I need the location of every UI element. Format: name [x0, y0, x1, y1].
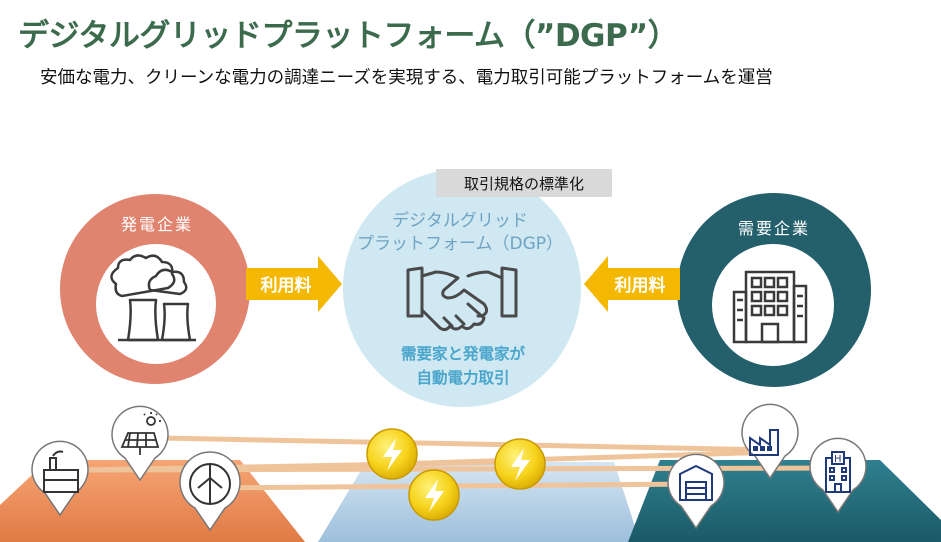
platform-description: 需要家と発電家が 自動電力取引: [370, 342, 556, 390]
platform-desc-line2: 自動電力取引: [416, 369, 510, 387]
consumer-label: 需要企業: [737, 219, 810, 238]
energy-coin-icon: [366, 428, 418, 480]
energy-coin-icon: [408, 469, 460, 521]
platform-circle: [343, 169, 581, 407]
industrial-plant-pin-icon: [741, 403, 799, 480]
page-title: デジタルグリッドプラットフォーム（”DGP”）: [18, 18, 679, 54]
platform-desc-line1: 需要家と発電家が: [400, 345, 525, 363]
power-plant-icon: [110, 254, 196, 342]
fee-arrow-left: [246, 256, 342, 312]
hospital-pin-icon: H: [809, 437, 867, 514]
platform-title: デジタルグリッド プラットフォーム（DGP）: [330, 210, 590, 256]
generator-label: 発電企業: [120, 215, 193, 234]
platform-title-line1: デジタルグリッド: [392, 211, 528, 231]
fee-arrow-right: [584, 256, 680, 312]
warehouse-pin-icon: [667, 453, 725, 530]
trade-lines: [77, 435, 839, 491]
solar-panel-pin-icon: [111, 405, 169, 482]
fee-label-right: 利用料: [614, 276, 666, 296]
fee-label-left: 利用料: [260, 276, 312, 296]
factory-pin-icon: [31, 440, 89, 517]
energy-coin-icon: [494, 438, 546, 490]
wind-turbine-pin-icon: [179, 451, 241, 532]
page-subtitle: 安価な電力、クリーンな電力の調達ニーズを実現する、電力取引可能プラットフォームを…: [40, 68, 773, 88]
platform-region: [318, 462, 640, 542]
platform-title-line2: プラットフォーム（DGP）: [356, 234, 563, 254]
office-building-icon: [732, 270, 808, 344]
standardization-badge: 取引規格の標準化: [436, 169, 612, 197]
svg-text:H: H: [834, 454, 842, 465]
handshake-icon: [406, 266, 518, 332]
